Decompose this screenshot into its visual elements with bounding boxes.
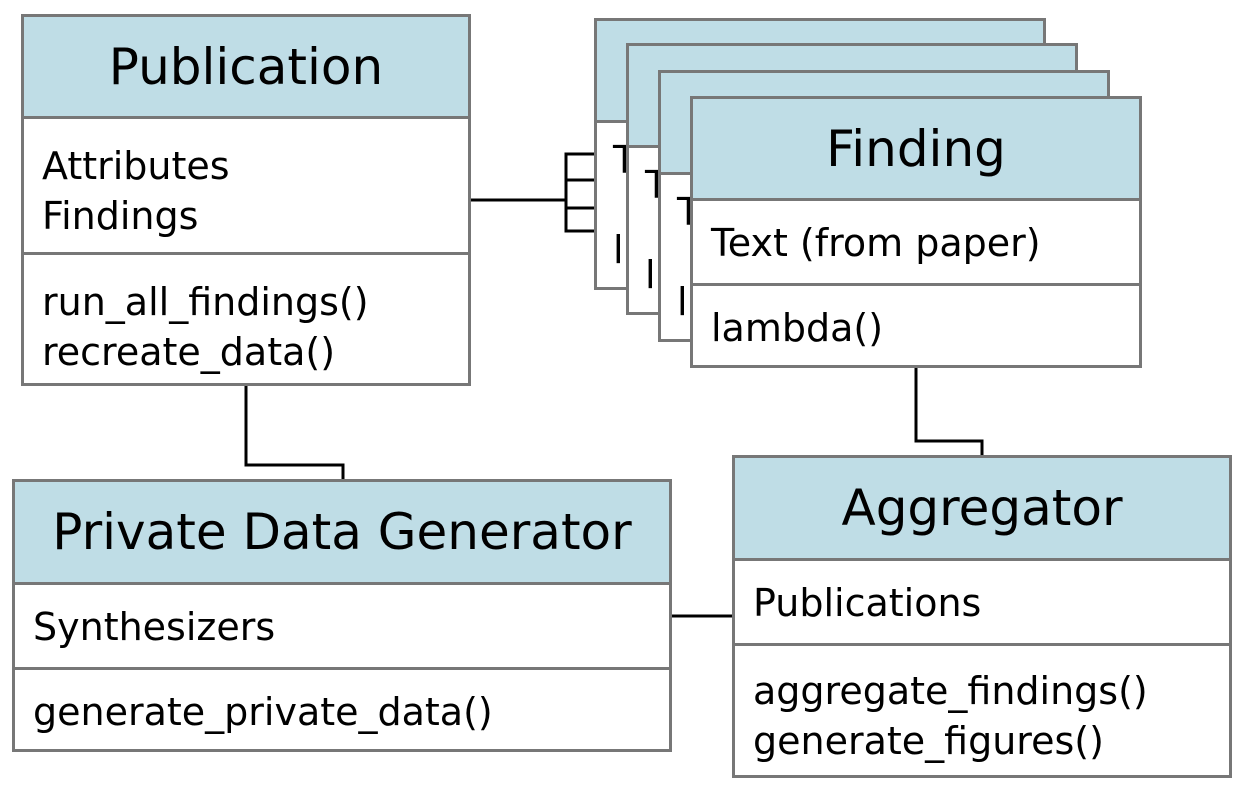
aggregator-class-box: Aggregator Publications aggregate_findin…: [732, 455, 1232, 778]
aggregator-methods: aggregate_findings() generate_figures(): [735, 646, 1229, 775]
aggregator-attribute: Publications: [753, 581, 982, 625]
publication-class-name: Publication: [24, 17, 468, 119]
private-data-generator-class-box: Private Data Generator Synthesizers gene…: [12, 479, 672, 752]
aggregator-class-name: Aggregator: [735, 458, 1229, 561]
private-data-generator-attribute: Synthesizers: [33, 605, 276, 649]
private-data-generator-class-name: Private Data Generator: [15, 482, 669, 585]
publication-attribute: Findings: [42, 194, 199, 238]
finding-class-box: Finding Text (from paper) lambda(): [690, 96, 1142, 368]
finding-class-name: Finding: [693, 99, 1139, 201]
finding-stack-fragment: l: [645, 253, 656, 297]
finding-attribute: Text (from paper): [711, 221, 1041, 265]
publication-methods: run_all_findings() recreate_data(): [24, 255, 468, 383]
publication-pdg-connector: [244, 386, 345, 479]
private-data-generator-method: generate_private_data(): [33, 690, 493, 734]
private-data-generator-attributes: Synthesizers: [15, 585, 669, 670]
finding-methods: lambda(): [693, 286, 1139, 366]
publication-class-box: Publication Attributes Findings run_all_…: [21, 14, 471, 386]
aggregator-method: aggregate_findings(): [753, 669, 1148, 713]
aggregator-method: generate_figures(): [753, 719, 1104, 763]
publication-method: recreate_data(): [42, 330, 336, 374]
finding-aggregator-connector: [914, 368, 984, 455]
publication-method: run_all_findings(): [42, 280, 369, 324]
private-data-generator-methods: generate_private_data(): [15, 670, 669, 750]
finding-stack-fragment: l: [613, 228, 624, 272]
finding-method: lambda(): [711, 306, 884, 350]
aggregator-attributes: Publications: [735, 561, 1229, 646]
publication-attribute: Attributes: [42, 144, 230, 188]
publication-attributes: Attributes Findings: [24, 119, 468, 255]
finding-stack-fragment: l: [677, 280, 688, 324]
finding-attributes: Text (from paper): [693, 201, 1139, 286]
